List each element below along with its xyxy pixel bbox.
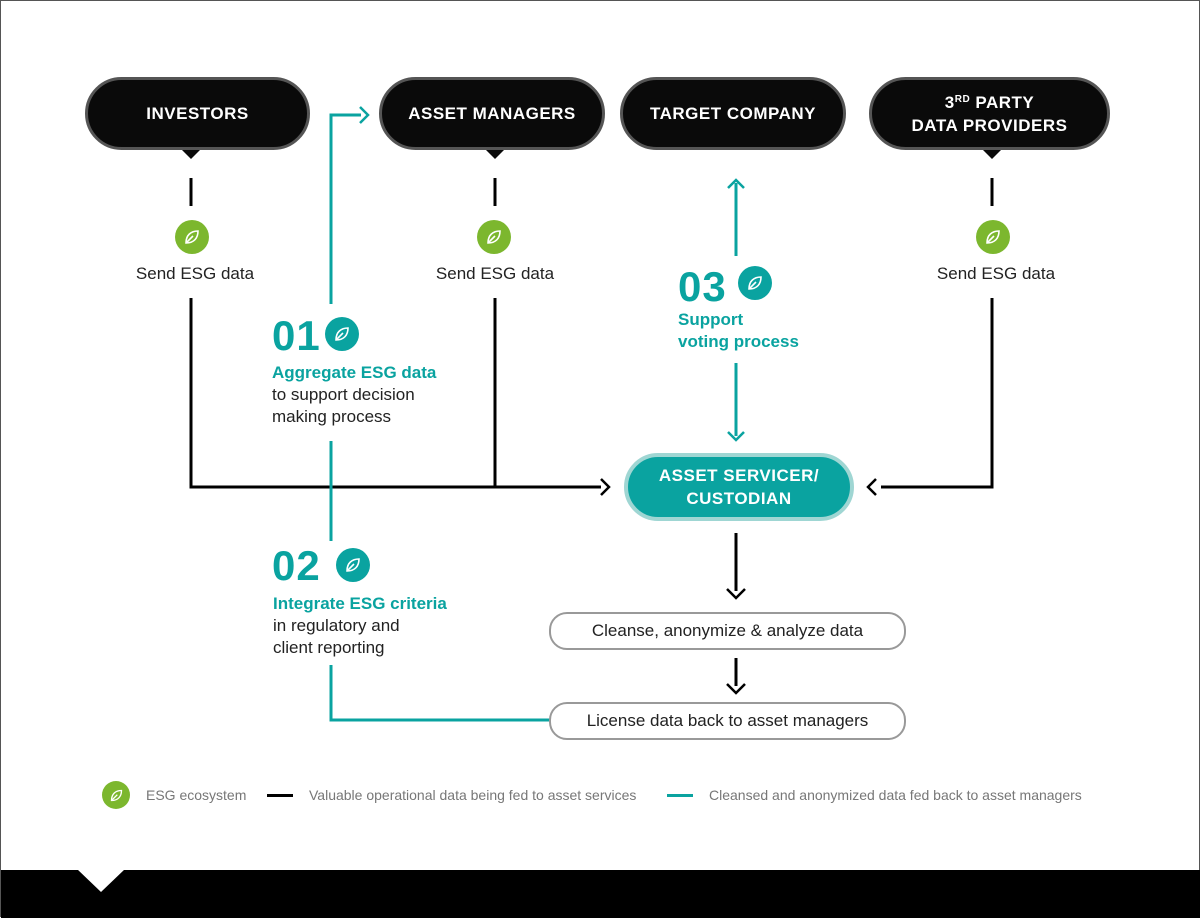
leaf-icon — [477, 220, 511, 254]
step-02-highlight: Integrate ESG criteria — [273, 594, 447, 613]
leaf-icon — [336, 548, 370, 582]
step-02-number: 02 — [272, 542, 321, 589]
step-01-description: to support decision making process — [272, 385, 415, 426]
legend-item-cleansed-data: Cleansed and anonymized data fed back to… — [667, 781, 1082, 809]
third-party-data-providers-node: 3RD PARTY DATA PROVIDERS — [869, 77, 1110, 150]
asset-managers-node: ASSET MANAGERS — [379, 77, 605, 150]
send-esg-data-label-investors: Send ESG data — [135, 264, 255, 283]
legend-swatch-black — [267, 793, 293, 797]
legend-item-operational-data: Valuable operational data being fed to a… — [267, 781, 636, 809]
third-party-line2: DATA PROVIDERS — [911, 115, 1068, 135]
footer-notch — [77, 869, 125, 892]
leaf-icon — [738, 266, 772, 300]
step-03-highlight: Support voting process — [678, 310, 799, 351]
step-03-number: 03 — [678, 263, 727, 310]
third-party-prefix: 3 — [944, 92, 955, 112]
send-esg-data-label-third-party: Send ESG data — [936, 264, 1056, 283]
leaf-icon — [976, 220, 1010, 254]
third-party-line1: 3RD PARTY — [945, 91, 1035, 114]
target-company-label: TARGET COMPANY — [650, 104, 816, 123]
step-01-text: Aggregate ESG data to support decision m… — [272, 362, 436, 428]
asset-managers-label: ASSET MANAGERS — [408, 104, 576, 123]
legend-swatch-teal — [667, 793, 693, 797]
legend-item-esg-ecosystem: ESG ecosystem — [102, 781, 246, 809]
leaf-icon — [175, 220, 209, 254]
step-02-description: in regulatory and client reporting — [273, 616, 400, 657]
leaf-icon — [325, 317, 359, 351]
legend-label: ESG ecosystem — [146, 787, 247, 803]
asset-servicer-custodian-node: ASSET SERVICER/ CUSTODIAN — [624, 453, 854, 521]
step-01-highlight: Aggregate ESG data — [272, 363, 437, 382]
step-01-number: 01 — [272, 312, 321, 359]
legend-label: Valuable operational data being fed to a… — [309, 787, 637, 803]
cleanse-data-box: Cleanse, anonymize & analyze data — [549, 612, 906, 650]
third-party-rest: PARTY — [970, 92, 1035, 112]
investors-node: INVESTORS — [85, 77, 310, 150]
leaf-icon — [102, 781, 130, 809]
send-esg-data-label-asset-managers: Send ESG data — [435, 264, 555, 283]
legend-label: Cleansed and anonymized data fed back to… — [709, 787, 1082, 803]
step-02-text: Integrate ESG criteria in regulatory and… — [273, 593, 447, 659]
target-company-node: TARGET COMPANY — [620, 77, 846, 150]
investors-label: INVESTORS — [146, 104, 249, 123]
license-data-box: License data back to asset managers — [549, 702, 906, 740]
third-party-superscript: RD — [954, 93, 971, 105]
footer-bar — [1, 870, 1200, 918]
